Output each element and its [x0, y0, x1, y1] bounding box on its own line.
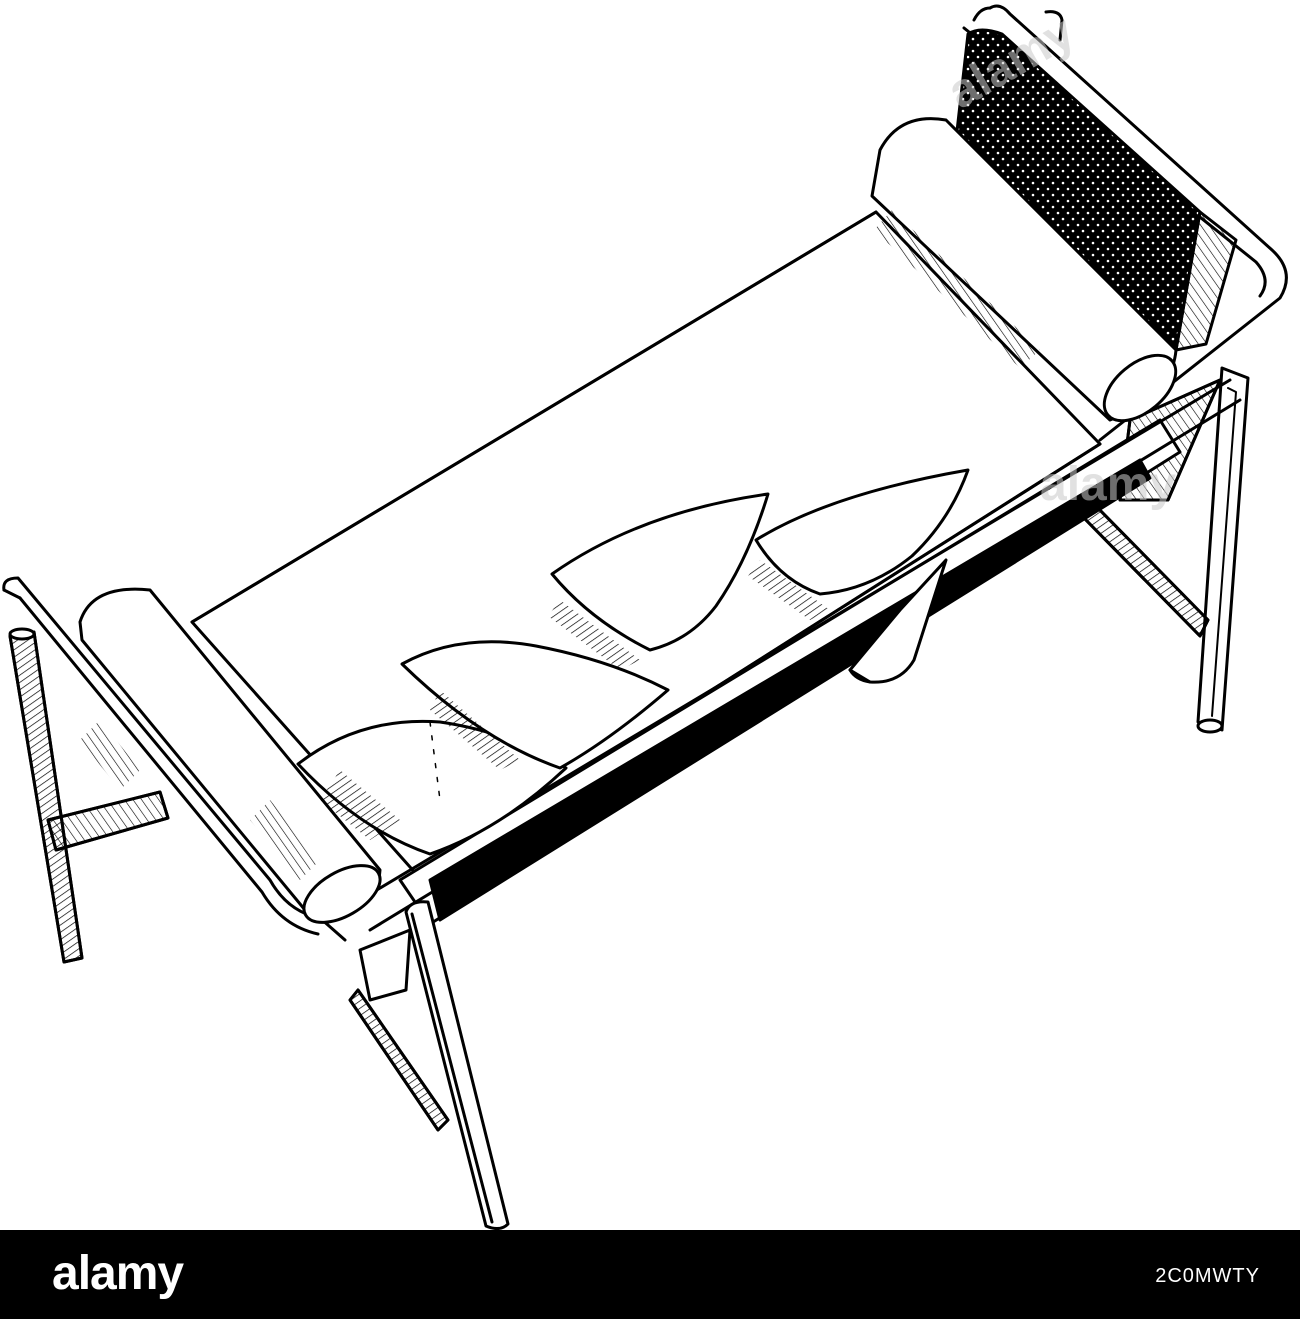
- pillow-4: [748, 468, 970, 620]
- left-stretcher: [46, 790, 170, 852]
- stock-footer-bar: alamy 2C0MWTY: [0, 1230, 1300, 1319]
- pillow-3: [548, 492, 770, 670]
- pillow-2: [400, 640, 670, 770]
- front-left-leg: [348, 900, 510, 1230]
- left-bolster: [78, 587, 382, 924]
- right-bolster: [870, 117, 1178, 423]
- alamy-logo[interactable]: alamy: [52, 1247, 184, 1300]
- daybed-illustration: alamy alamy: [2, 4, 1288, 1230]
- right-end-frame: [954, 4, 1288, 442]
- rear-right-leg: [1196, 366, 1250, 734]
- front-center-support: [848, 558, 948, 684]
- svg-text:alamy: alamy: [1040, 458, 1176, 511]
- image-id: 2C0MWTY: [1155, 1265, 1260, 1287]
- rear-left-leg: [8, 627, 84, 964]
